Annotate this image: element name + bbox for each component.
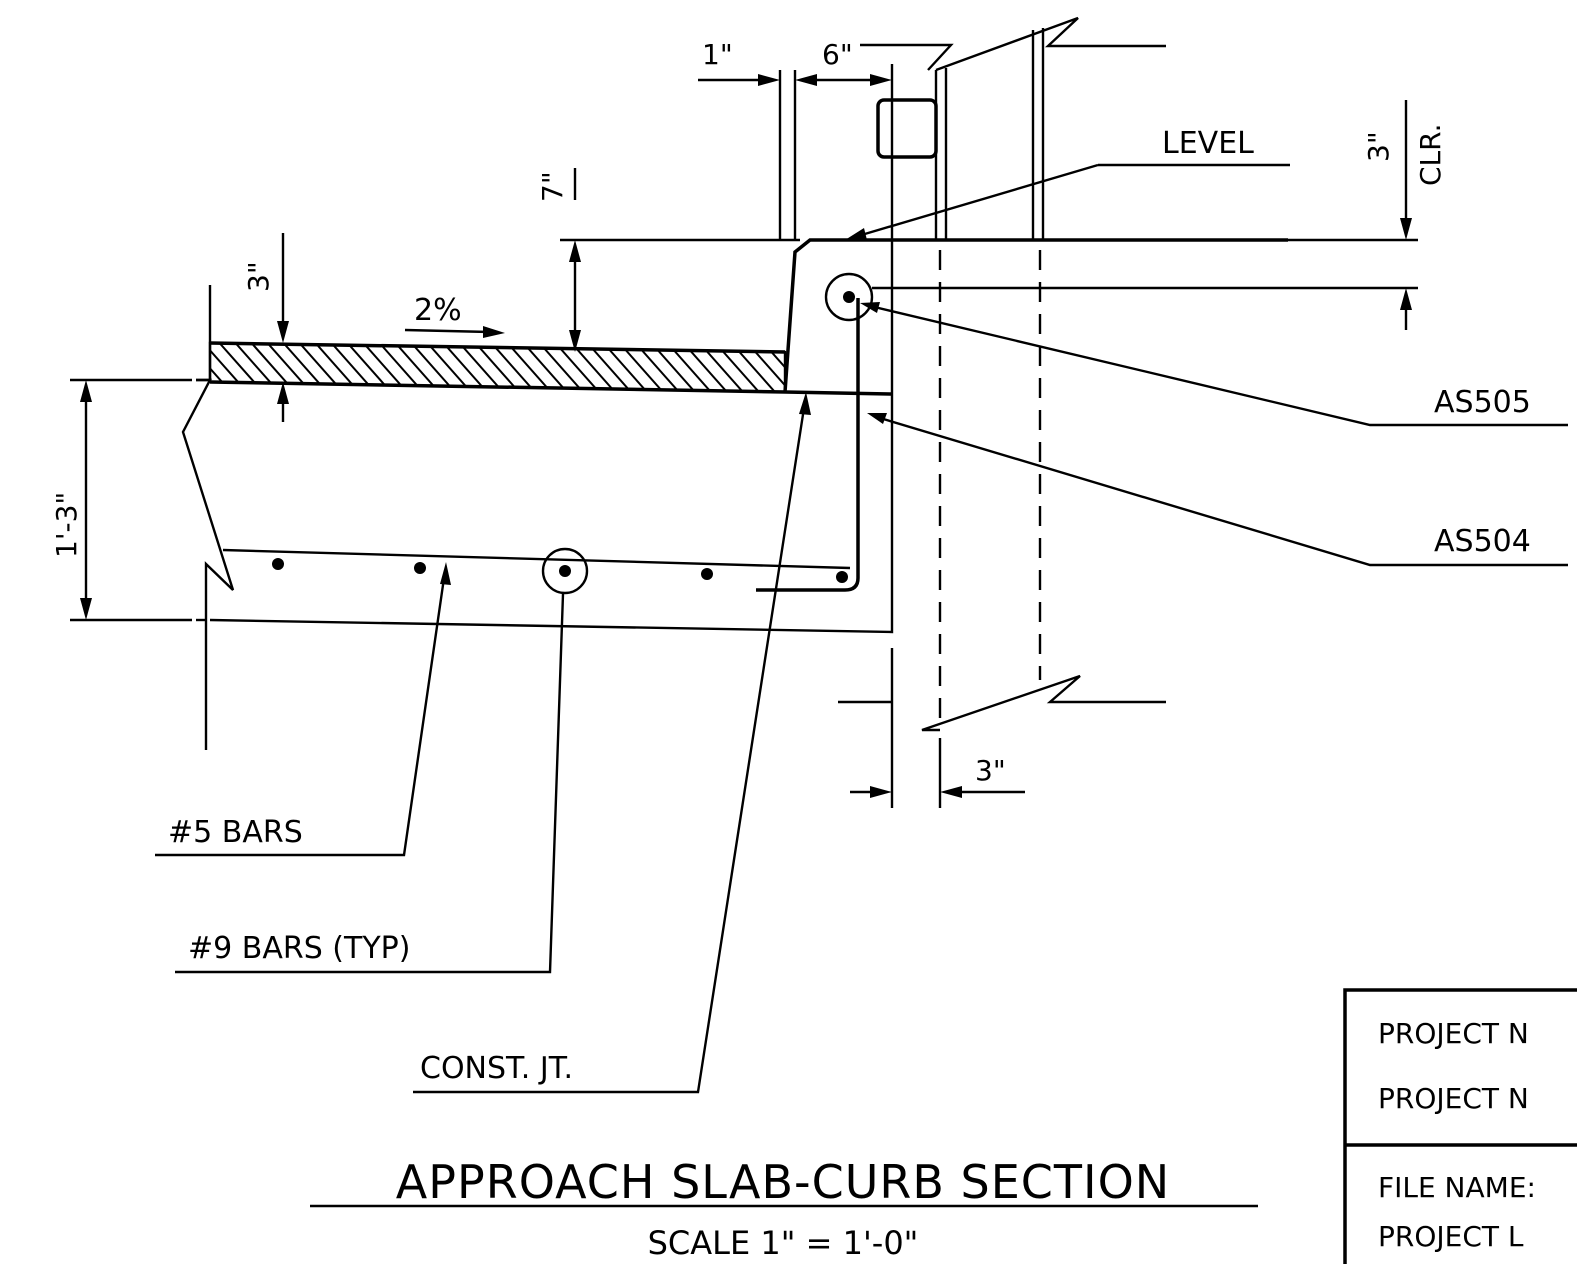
hatch-line bbox=[735, 343, 785, 392]
rebar-group bbox=[272, 272, 874, 595]
leader-lines bbox=[155, 163, 1568, 1208]
hatch-line bbox=[210, 343, 255, 392]
hatch-line bbox=[703, 343, 767, 392]
title-block-row-4: PROJECT L bbox=[1378, 1220, 1524, 1253]
break-line-middle bbox=[181, 378, 235, 750]
hatch-line bbox=[287, 343, 351, 392]
hatch-line bbox=[431, 343, 495, 392]
dimension-7-inch: 7" bbox=[536, 171, 569, 202]
slope-label: 2% bbox=[414, 293, 462, 328]
hatch-line bbox=[399, 343, 463, 392]
hatch-line bbox=[239, 343, 303, 392]
clear-label: CLR. bbox=[1414, 123, 1447, 186]
hatch-line bbox=[591, 343, 655, 392]
hatch-line bbox=[210, 343, 271, 392]
hatch-line bbox=[719, 343, 783, 392]
hatch-line bbox=[767, 343, 785, 392]
hatch-line bbox=[463, 343, 527, 392]
dimension-3-inch-clear: 3" bbox=[1362, 131, 1395, 162]
dimension-lines bbox=[70, 70, 1418, 798]
hatch-line bbox=[671, 343, 735, 392]
hatch-line bbox=[687, 343, 751, 392]
hatch-line bbox=[751, 343, 785, 392]
hatch-line bbox=[623, 343, 687, 392]
bars-5-label: #5 BARS bbox=[168, 815, 303, 850]
construction-joint-label: CONST. JT. bbox=[420, 1051, 573, 1086]
title-block-row-1: PROJECT N bbox=[1378, 1017, 1529, 1050]
hatch-line bbox=[479, 343, 543, 392]
hatch-line bbox=[783, 343, 785, 392]
hatch-line bbox=[319, 343, 383, 392]
hatch-line bbox=[210, 343, 223, 392]
hatch-line bbox=[415, 343, 479, 392]
hatch-line bbox=[351, 343, 415, 392]
drawing-scale: SCALE 1" = 1'-0" bbox=[648, 1224, 919, 1262]
dimension-1-foot-3-inch: 1'-3" bbox=[50, 492, 83, 558]
hatch-line bbox=[639, 343, 703, 392]
slab-outline bbox=[209, 238, 1288, 634]
dimension-6-inch: 6" bbox=[822, 38, 853, 71]
title-block-row-2: PROJECT N bbox=[1378, 1082, 1529, 1115]
bars-9-label: #9 BARS (TYP) bbox=[188, 931, 410, 966]
hatch-line bbox=[832, 330, 894, 400]
as504-label: AS504 bbox=[1434, 524, 1531, 559]
hatch-line bbox=[367, 343, 431, 392]
hatch-line bbox=[800, 330, 862, 400]
break-line-top bbox=[196, 285, 212, 382]
dimension-1-inch: 1" bbox=[702, 38, 733, 71]
hatch-line bbox=[223, 343, 287, 392]
hatch-line bbox=[335, 343, 399, 392]
dimension-3-inch-bottom: 3" bbox=[975, 754, 1006, 787]
title-block-row-3: FILE NAME: bbox=[1378, 1171, 1536, 1204]
drawing-title: APPROACH SLAB-CURB SECTION bbox=[396, 1155, 1170, 1209]
as505-label: AS505 bbox=[1434, 385, 1531, 420]
hatch-line bbox=[210, 343, 239, 392]
level-label: LEVEL bbox=[1162, 126, 1254, 161]
rail-post bbox=[838, 16, 1166, 808]
hatch-line bbox=[607, 343, 671, 392]
hatch-line bbox=[447, 343, 511, 392]
dimension-3-inch-top: 3" bbox=[242, 261, 275, 292]
title-block: PROJECT N PROJECT N FILE NAME: PROJECT L bbox=[1343, 988, 1577, 1264]
hatch-line bbox=[255, 343, 319, 392]
hatch-line bbox=[303, 343, 367, 392]
hatch-line bbox=[655, 343, 719, 392]
hatch-line bbox=[383, 343, 447, 392]
hatch-line bbox=[816, 330, 878, 400]
